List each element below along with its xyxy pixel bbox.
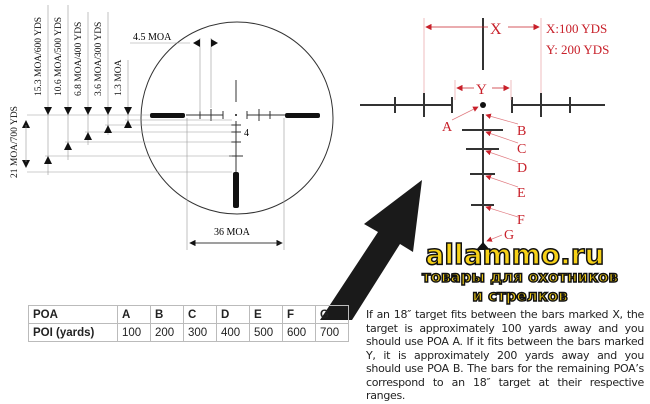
- table-row: POI (yards) 100 200 300 400 500 600 700: [28, 323, 349, 342]
- watermark-line-2: и стрелков: [472, 287, 569, 305]
- table-cell: POA: [28, 305, 118, 324]
- watermark-line-1: товары для охотников: [421, 268, 618, 286]
- table-cell: 300: [183, 323, 217, 342]
- dimension-36-moa: 36 MOA: [214, 227, 251, 238]
- table-cell: E: [249, 305, 283, 324]
- table-cell: G: [315, 305, 349, 324]
- poa-label-g: G: [504, 228, 514, 243]
- poa-table: POA A B C D E F G POI (yards) 100 200 30…: [28, 305, 349, 342]
- table-cell: C: [183, 305, 217, 324]
- table-cell: 200: [150, 323, 184, 342]
- x-label: X: [490, 21, 502, 38]
- table-cell: 400: [216, 323, 250, 342]
- tick-label: 4: [244, 128, 249, 139]
- table-row: POA A B C D E F G: [28, 305, 349, 324]
- legend-y: Y: 200 YDS: [546, 42, 609, 57]
- poa-label-e: E: [517, 186, 526, 201]
- label-3-6-moa: 3.6 MOA/300 YDS: [94, 22, 104, 96]
- legend-x: X:100 YDS: [546, 21, 607, 36]
- watermark-site: allammo.ru: [425, 238, 605, 271]
- explanation-paragraph: If an 18″ target fits between the bars m…: [366, 308, 644, 402]
- y-label: Y: [476, 82, 487, 98]
- label-15-3-moa: 15.3 MOA/600 YDS: [34, 17, 44, 96]
- pointer-arrow-icon: [320, 180, 422, 320]
- table-cell: B: [150, 305, 184, 324]
- poa-label-c: C: [517, 142, 526, 157]
- poa-label-d: D: [517, 161, 527, 176]
- label-10-6-moa: 10.6 MOA/500 YDS: [54, 17, 64, 96]
- dimension-4-5-moa: 4.5 MOA: [133, 32, 172, 43]
- poa-label-f: F: [517, 213, 525, 228]
- right-reticle: X Y X:100 YDS Y: 200 YDS A B C D E F G: [360, 18, 609, 250]
- table-cell: F: [282, 305, 316, 324]
- poa-label-a: A: [442, 120, 453, 135]
- label-1-3-moa: 1.3 MOA: [114, 59, 124, 96]
- left-reticle: 4 4.5 MOA 36 MOA 21 MOA/700: [10, 5, 334, 250]
- table-cell: 600: [282, 323, 316, 342]
- table-cell: 700: [315, 323, 349, 342]
- label-6-8-moa: 6.8 MOA/400 YDS: [74, 22, 84, 96]
- table-cell: POI (yards): [28, 323, 118, 342]
- table-cell: D: [216, 305, 250, 324]
- table-cell: A: [117, 305, 151, 324]
- poa-label-b: B: [517, 124, 526, 139]
- table-cell: 500: [249, 323, 283, 342]
- label-21-moa: 21 MOA/700 YDS: [10, 106, 20, 178]
- table-cell: 100: [117, 323, 151, 342]
